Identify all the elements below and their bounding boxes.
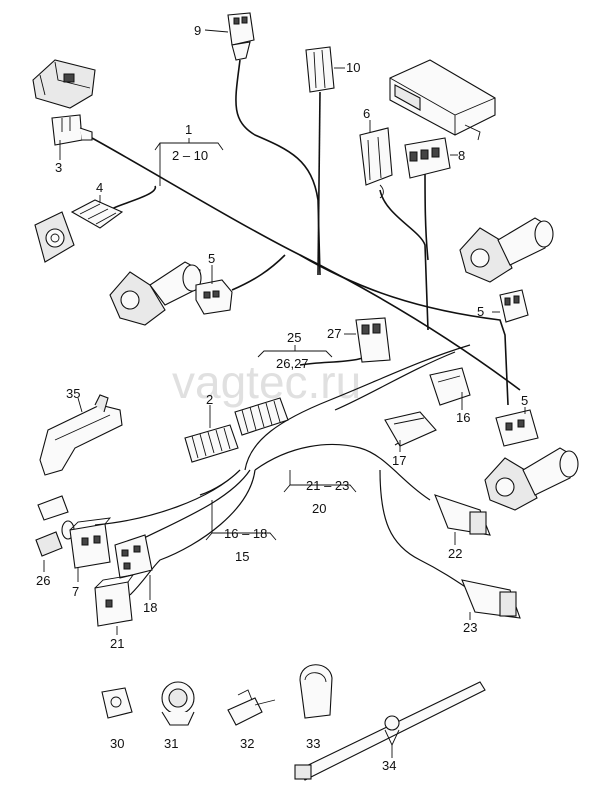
label-17: 17	[392, 453, 406, 468]
label-21-23: 21 – 23	[306, 478, 349, 493]
label-16: 16	[456, 410, 470, 425]
label-2-10: 2 – 10	[172, 148, 208, 163]
label-30: 30	[110, 736, 124, 751]
main-harness	[91, 59, 521, 596]
clamp-part-33	[299, 664, 333, 719]
label-15: 15	[235, 549, 249, 564]
connector-part-21	[94, 574, 134, 627]
connector-part-5-right	[499, 289, 529, 323]
connector-part-23	[461, 579, 521, 619]
label-18: 18	[143, 600, 157, 615]
corrugated-sleeve-part-2	[184, 397, 289, 463]
label-4: 4	[96, 180, 103, 195]
connector-part-5-left	[195, 279, 233, 315]
connector-part-22	[434, 494, 491, 536]
holder-part-31	[161, 681, 195, 726]
connector-part-7	[69, 517, 112, 569]
label-34: 34	[382, 758, 396, 773]
control-unit-top	[389, 59, 496, 141]
watermark: vagtec.ru	[172, 356, 361, 408]
connector-part-18	[114, 534, 153, 579]
label-21: 21	[110, 636, 124, 651]
connector-part-16	[429, 367, 471, 406]
label-26-27: 26,27	[276, 356, 309, 371]
label-5-lower: 5	[521, 393, 528, 408]
label-35: 35	[66, 386, 80, 401]
mirror-switch	[34, 211, 75, 263]
label-7: 7	[72, 584, 79, 599]
label-8: 8	[458, 148, 465, 163]
label-22: 22	[448, 546, 462, 561]
label-16-18: 16 – 18	[224, 526, 267, 541]
label-20: 20	[312, 501, 326, 516]
label-2: 2	[206, 392, 213, 407]
label-27: 27	[327, 326, 341, 341]
label-33: 33	[306, 736, 320, 751]
connector-part-10	[305, 46, 335, 93]
label-9: 9	[194, 23, 201, 38]
connector-part-3	[51, 114, 93, 146]
clip-part-30	[101, 687, 133, 719]
connector-part-6	[359, 127, 393, 199]
connector-part-4	[70, 199, 124, 229]
label-1: 1	[185, 122, 192, 137]
connector-part-5-lower	[495, 409, 539, 447]
label-31: 31	[164, 736, 178, 751]
label-6: 6	[363, 106, 370, 121]
window-motor-right-bottom	[484, 447, 579, 511]
leader-lines	[43, 29, 526, 758]
callout-brackets	[154, 138, 357, 541]
bracket-part-35	[39, 394, 123, 476]
connector-part-27	[355, 317, 391, 363]
label-26: 26	[36, 573, 50, 588]
label-10: 10	[346, 60, 360, 75]
label-25: 25	[287, 330, 301, 345]
connector-part-8	[404, 137, 451, 179]
label-5-left: 5	[208, 251, 215, 266]
connector-part-9	[227, 12, 255, 61]
connector-part-17	[384, 411, 437, 447]
label-5-right: 5	[477, 304, 484, 319]
window-motor-right-top	[459, 217, 554, 283]
window-motor-left	[109, 261, 202, 326]
clip-part-32	[227, 689, 276, 726]
label-23: 23	[463, 620, 477, 635]
label-3: 3	[55, 160, 62, 175]
label-32: 32	[240, 736, 254, 751]
door-control-module	[32, 59, 96, 109]
clip-part-26	[35, 495, 75, 557]
part-labels: 1 2 – 10 9 10 3 4 6 8 5 5 5 25 26,27 27 …	[36, 23, 528, 773]
